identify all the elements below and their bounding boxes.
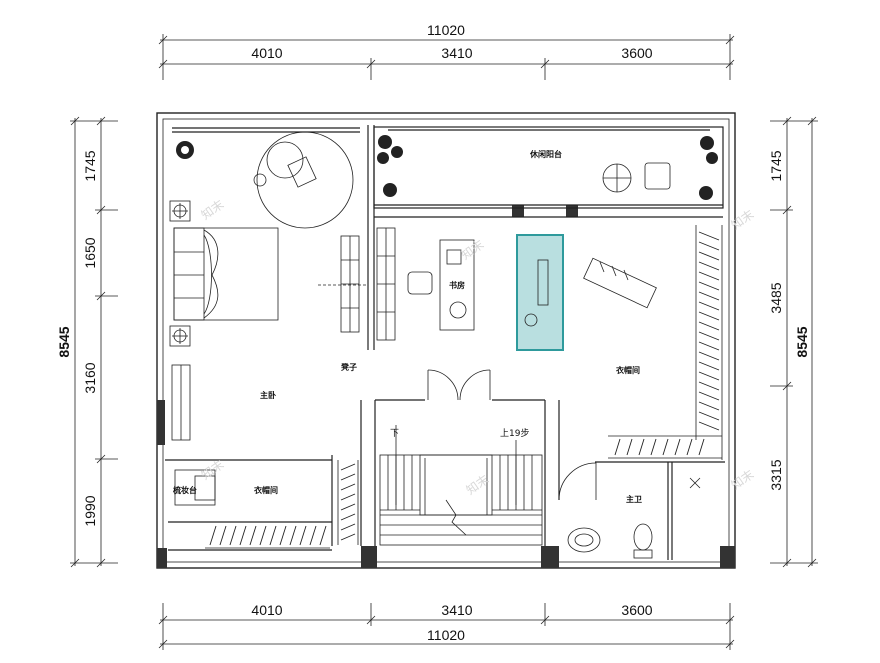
svg-text:知末: 知末 (199, 457, 227, 482)
right-closet-frame (608, 225, 723, 460)
master-bedroom-label: 主卧 (260, 390, 276, 400)
right-dimension-3: 3315 (768, 459, 784, 490)
staircase (379, 425, 543, 546)
nightstand-lamp-bottom (169, 325, 191, 347)
bath-label: 主卫 (626, 494, 642, 504)
left-wall-cabinet (171, 364, 191, 441)
highlighted-cabinet[interactable] (516, 234, 564, 351)
left-dimension-1: 1745 (82, 150, 98, 181)
right-dimension-2: 3485 (768, 282, 784, 313)
top-total-dimension: 11020 (427, 22, 465, 38)
study-label: 书房 (449, 280, 465, 290)
island-cabinet (583, 257, 657, 309)
top-dimension-lines (158, 34, 735, 80)
left-dimension-lines (70, 116, 118, 568)
bottom-dimension-1: 4010 (251, 602, 282, 618)
right-closet-hangers (614, 231, 720, 456)
stair-down-label: 下 (390, 429, 399, 439)
right-dimension-lines (770, 116, 818, 568)
svg-text:知末: 知末 (199, 197, 227, 222)
left-closet-rack (174, 460, 359, 549)
bottom-dimension-3: 3600 (621, 602, 652, 618)
balcony-plants (377, 135, 718, 200)
dresser-label: 梳妆台 (172, 485, 197, 495)
svg-text:知末: 知末 (729, 467, 757, 492)
bottom-dimension-lines (158, 603, 735, 650)
interior-walls (165, 125, 725, 560)
watermark: 知末 知末 知末 知末 知末 知末 (199, 197, 757, 497)
left-dimension-2: 1650 (82, 237, 98, 268)
left-closet-hangers (209, 463, 356, 546)
stool-label: 凳子 (340, 362, 357, 372)
plant-icon (176, 141, 194, 159)
right-closet-label: 衣帽间 (616, 365, 640, 375)
bottom-dimension-2: 3410 (441, 602, 472, 618)
stair-up-label: 上19步 (500, 428, 529, 439)
top-dimension-3: 3600 (621, 45, 652, 61)
study-bookshelf (376, 227, 396, 341)
nightstand-lamp-top (169, 200, 191, 222)
study-desk (407, 239, 475, 331)
bottom-total-dimension: 11020 (427, 627, 465, 643)
lounge-chair-round-rug (253, 131, 354, 229)
top-dimension-2: 3410 (441, 45, 472, 61)
left-closet-label: 衣帽间 (254, 485, 278, 495)
bedroom-tv-cabinet (318, 235, 366, 333)
stair-double-door (427, 369, 491, 401)
balcony-table-chair (602, 162, 671, 193)
right-dimension-1: 1745 (768, 150, 784, 181)
left-total-dimension: 8545 (56, 326, 72, 357)
bath-door (558, 462, 597, 501)
bathroom-fixtures (567, 477, 701, 559)
balcony-label: 休闲阳台 (529, 149, 562, 159)
right-total-dimension: 8545 (794, 326, 810, 357)
master-bed (173, 227, 279, 321)
outer-walls (156, 112, 736, 569)
svg-text:知末: 知末 (729, 207, 757, 232)
top-dimension-1: 4010 (251, 45, 282, 61)
left-dimension-4: 1990 (82, 495, 98, 526)
svg-text:知末: 知末 (459, 237, 487, 262)
left-dimension-3: 3160 (82, 362, 98, 393)
